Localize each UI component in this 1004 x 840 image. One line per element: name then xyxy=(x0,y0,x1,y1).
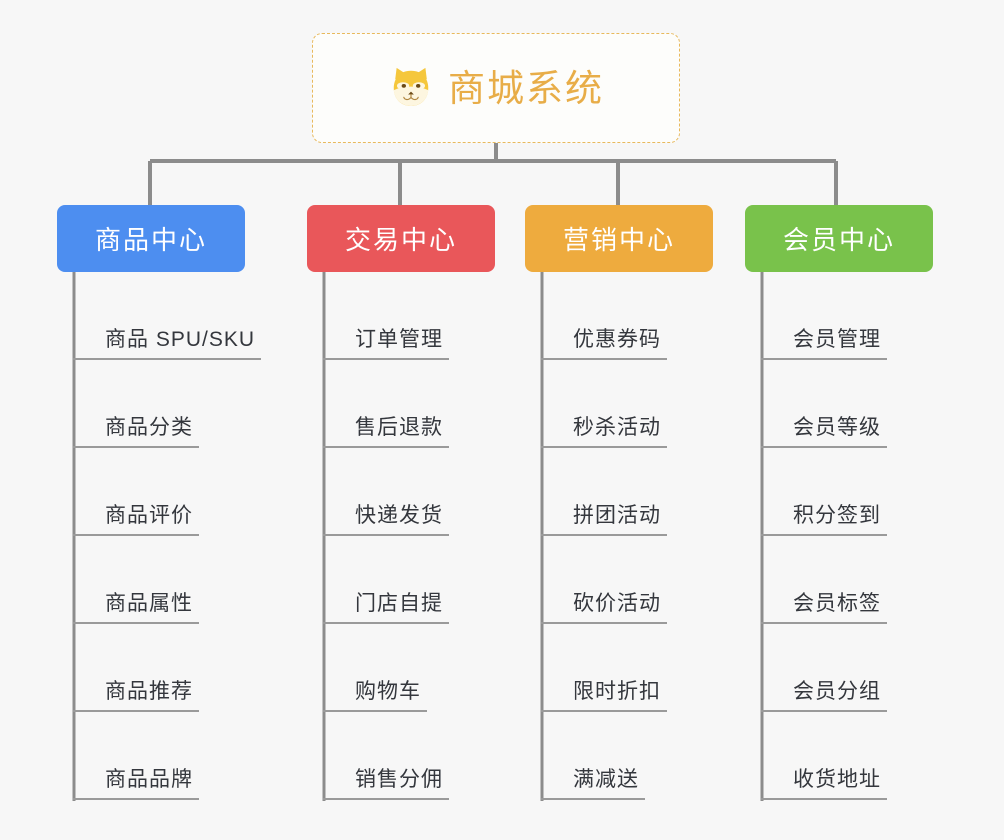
leaf-item[interactable]: 会员管理 xyxy=(761,272,949,360)
leaf-label: 优惠券码 xyxy=(541,327,667,360)
leaf-item[interactable]: 商品 SPU/SKU xyxy=(73,272,262,360)
leaf-label: 砍价活动 xyxy=(541,591,667,624)
leaf-label: 商品推荐 xyxy=(73,679,199,712)
leaf-list-0: 商品 SPU/SKU 商品分类 商品评价 商品属性 商品推荐 商品品牌 xyxy=(73,272,262,800)
leaf-label: 会员标签 xyxy=(761,591,887,624)
root-title: 商城系统 xyxy=(448,67,604,109)
category-header-3[interactable]: 会员中心 xyxy=(745,205,933,272)
leaf-item[interactable]: 秒杀活动 xyxy=(541,360,729,448)
leaf-label: 购物车 xyxy=(323,679,427,712)
category-header-label-0: 商品中心 xyxy=(94,225,207,255)
leaf-item[interactable]: 订单管理 xyxy=(323,272,511,360)
leaf-item[interactable]: 购物车 xyxy=(323,624,511,712)
category-header-label-3: 会员中心 xyxy=(782,225,895,255)
leaf-item[interactable]: 砍价活动 xyxy=(541,536,729,624)
leaf-item[interactable]: 商品评价 xyxy=(73,448,261,536)
category-header-label-1: 交易中心 xyxy=(344,225,457,255)
leaf-label: 会员管理 xyxy=(761,327,887,360)
leaf-item[interactable]: 售后退款 xyxy=(323,360,511,448)
leaf-label: 拼团活动 xyxy=(541,503,667,536)
leaf-item[interactable]: 积分签到 xyxy=(761,448,949,536)
leaf-label: 商品品牌 xyxy=(73,767,199,800)
leaf-item[interactable]: 销售分佣 xyxy=(323,712,511,800)
category-column-1: 交易中心 订单管理 售后退款 快递发货 门店自提 购物车 销售分佣 xyxy=(307,205,495,800)
leaf-item[interactable]: 商品品牌 xyxy=(73,712,261,800)
leaf-label: 限时折扣 xyxy=(541,679,667,712)
category-column-2: 营销中心 优惠券码 秒杀活动 拼团活动 砍价活动 限时折扣 满减送 xyxy=(525,205,713,800)
category-column-0: 商品中心 商品 SPU/SKU 商品分类 商品评价 商品属性 商品推荐 商品品牌 xyxy=(57,205,262,800)
leaf-item[interactable]: 快递发货 xyxy=(323,448,511,536)
shiba-dog-icon xyxy=(393,67,429,106)
root-node[interactable]: 商城系统 xyxy=(312,33,680,143)
leaf-item[interactable]: 拼团活动 xyxy=(541,448,729,536)
leaf-label: 快递发货 xyxy=(323,503,449,536)
leaf-label: 会员等级 xyxy=(761,415,887,448)
leaf-list-2: 优惠券码 秒杀活动 拼团活动 砍价活动 限时折扣 满减送 xyxy=(541,272,729,800)
leaf-item[interactable]: 会员标签 xyxy=(761,536,949,624)
leaf-label: 商品分类 xyxy=(73,415,199,448)
category-header-1[interactable]: 交易中心 xyxy=(307,205,495,272)
leaf-item[interactable]: 收货地址 xyxy=(761,712,949,800)
category-header-2[interactable]: 营销中心 xyxy=(525,205,713,272)
category-header-label-2: 营销中心 xyxy=(562,225,675,255)
leaf-item[interactable]: 会员分组 xyxy=(761,624,949,712)
leaf-label: 销售分佣 xyxy=(323,767,449,800)
leaf-label: 收货地址 xyxy=(761,767,887,800)
leaf-label: 售后退款 xyxy=(323,415,449,448)
leaf-item[interactable]: 满减送 xyxy=(541,712,729,800)
leaf-label: 门店自提 xyxy=(323,591,449,624)
leaf-item[interactable]: 门店自提 xyxy=(323,536,511,624)
leaf-label: 秒杀活动 xyxy=(541,415,667,448)
category-header-0[interactable]: 商品中心 xyxy=(57,205,245,272)
leaf-label: 商品属性 xyxy=(73,591,199,624)
leaf-label: 积分签到 xyxy=(761,503,887,536)
leaf-label: 商品 SPU/SKU xyxy=(73,327,262,360)
leaf-label: 满减送 xyxy=(541,767,645,800)
leaf-item[interactable]: 限时折扣 xyxy=(541,624,729,712)
leaf-item[interactable]: 商品分类 xyxy=(73,360,261,448)
leaf-label: 订单管理 xyxy=(323,327,449,360)
leaf-list-3: 会员管理 会员等级 积分签到 会员标签 会员分组 收货地址 xyxy=(761,272,949,800)
leaf-list-1: 订单管理 售后退款 快递发货 门店自提 购物车 销售分佣 xyxy=(323,272,511,800)
leaf-label: 会员分组 xyxy=(761,679,887,712)
leaf-item[interactable]: 会员等级 xyxy=(761,360,949,448)
leaf-label: 商品评价 xyxy=(73,503,199,536)
leaf-item[interactable]: 商品属性 xyxy=(73,536,261,624)
category-column-3: 会员中心 会员管理 会员等级 积分签到 会员标签 会员分组 收货地址 xyxy=(745,205,933,800)
leaf-item[interactable]: 优惠券码 xyxy=(541,272,729,360)
leaf-item[interactable]: 商品推荐 xyxy=(73,624,261,712)
